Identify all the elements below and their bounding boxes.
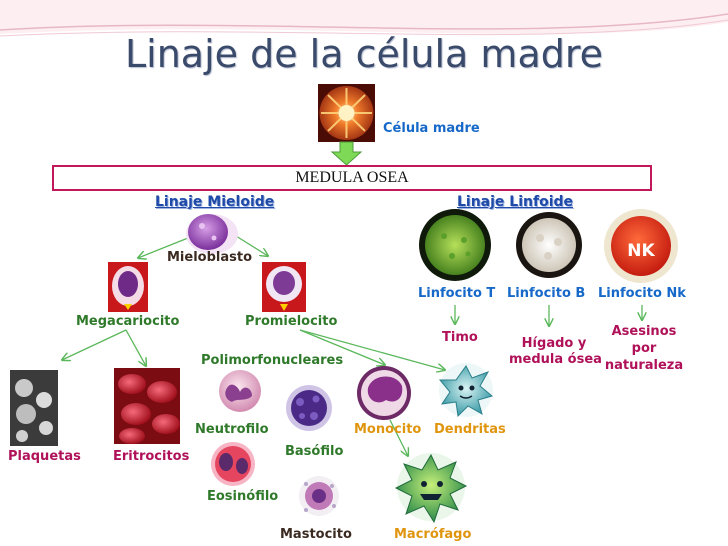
basophil-image bbox=[286, 385, 332, 431]
header-swoosh bbox=[0, 0, 728, 34]
mast-cell-label: Mastocito bbox=[280, 527, 352, 542]
eosinophil-label: Eosinófilo bbox=[207, 489, 279, 504]
dendritic-label: Dendritas bbox=[434, 422, 506, 437]
nk-desc-line3: naturaleza bbox=[604, 358, 684, 373]
arrow-mega-platelets bbox=[62, 329, 127, 360]
nk-lymphocyte-label: Linfocito Nk bbox=[598, 286, 686, 301]
nk-badge: NK bbox=[627, 241, 655, 261]
megakaryocyte-image bbox=[108, 262, 148, 312]
myeloblast-label: Mieloblasto bbox=[167, 250, 253, 265]
page-title: Linaje de la célula madre bbox=[124, 32, 604, 76]
erythrocytes-image bbox=[114, 368, 180, 444]
myeloid-lineage-heading: Linaje Mieloide bbox=[155, 194, 275, 210]
arrow-monocyte-macrophage bbox=[389, 419, 408, 456]
arrow-promy-dendritic bbox=[299, 329, 445, 370]
macrophage-label: Macrófago bbox=[394, 527, 472, 542]
stem-down-arrow bbox=[330, 141, 363, 166]
arrow-mega-erythro bbox=[125, 329, 146, 366]
nk-desc-line2: por bbox=[631, 341, 657, 356]
erythrocytes-label: Eritrocitos bbox=[113, 449, 190, 464]
neutrophil-label: Neutrofilo bbox=[195, 422, 269, 437]
nk-desc-line1: Asesinos bbox=[611, 324, 677, 339]
bone-marrow-box: MEDULA OSEA bbox=[52, 165, 652, 191]
t-lymphocyte-label: Linfocito T bbox=[418, 286, 496, 301]
polymorph-label: Polimorfonucleares bbox=[201, 353, 344, 368]
myeloblast-image bbox=[186, 214, 238, 254]
monocyte-image bbox=[357, 366, 411, 420]
eosinophil-image bbox=[211, 442, 255, 486]
neutrophil-image bbox=[219, 370, 261, 412]
stem-cell-label: Célula madre bbox=[383, 121, 480, 136]
t-lymphocyte-image bbox=[419, 209, 491, 281]
platelets-label: Plaquetas bbox=[8, 449, 81, 464]
promyelocyte-label: Promielocito bbox=[245, 314, 338, 329]
b-lymphocyte-image bbox=[516, 212, 582, 278]
platelets-image bbox=[10, 370, 58, 446]
macrophage-image bbox=[394, 453, 468, 524]
b-lymphocyte-label: Linfocito B bbox=[507, 286, 586, 301]
promyelocyte-image bbox=[262, 262, 306, 312]
basophil-label: Basófilo bbox=[285, 444, 344, 459]
arrow-promy-monocyte bbox=[299, 329, 385, 365]
arrow-myeloblast-megakaryocyte bbox=[138, 237, 189, 258]
monocyte-label: Monocito bbox=[354, 422, 422, 437]
stem-cell-image bbox=[318, 84, 375, 142]
arrow-myeloblast-promyelocyte bbox=[235, 235, 268, 256]
mast-cell-image bbox=[299, 476, 339, 516]
lymphoid-lineage-heading: Linaje Linfoide bbox=[457, 194, 574, 210]
megakaryocyte-label: Megacariocito bbox=[76, 314, 180, 329]
thymus-label: Timo bbox=[442, 330, 478, 345]
liver-label-line1: Hígado y bbox=[521, 336, 587, 351]
nk-lymphocyte-image bbox=[604, 209, 678, 283]
dendritic-image bbox=[438, 363, 494, 418]
liver-label-line2: medula ósea bbox=[509, 352, 602, 367]
